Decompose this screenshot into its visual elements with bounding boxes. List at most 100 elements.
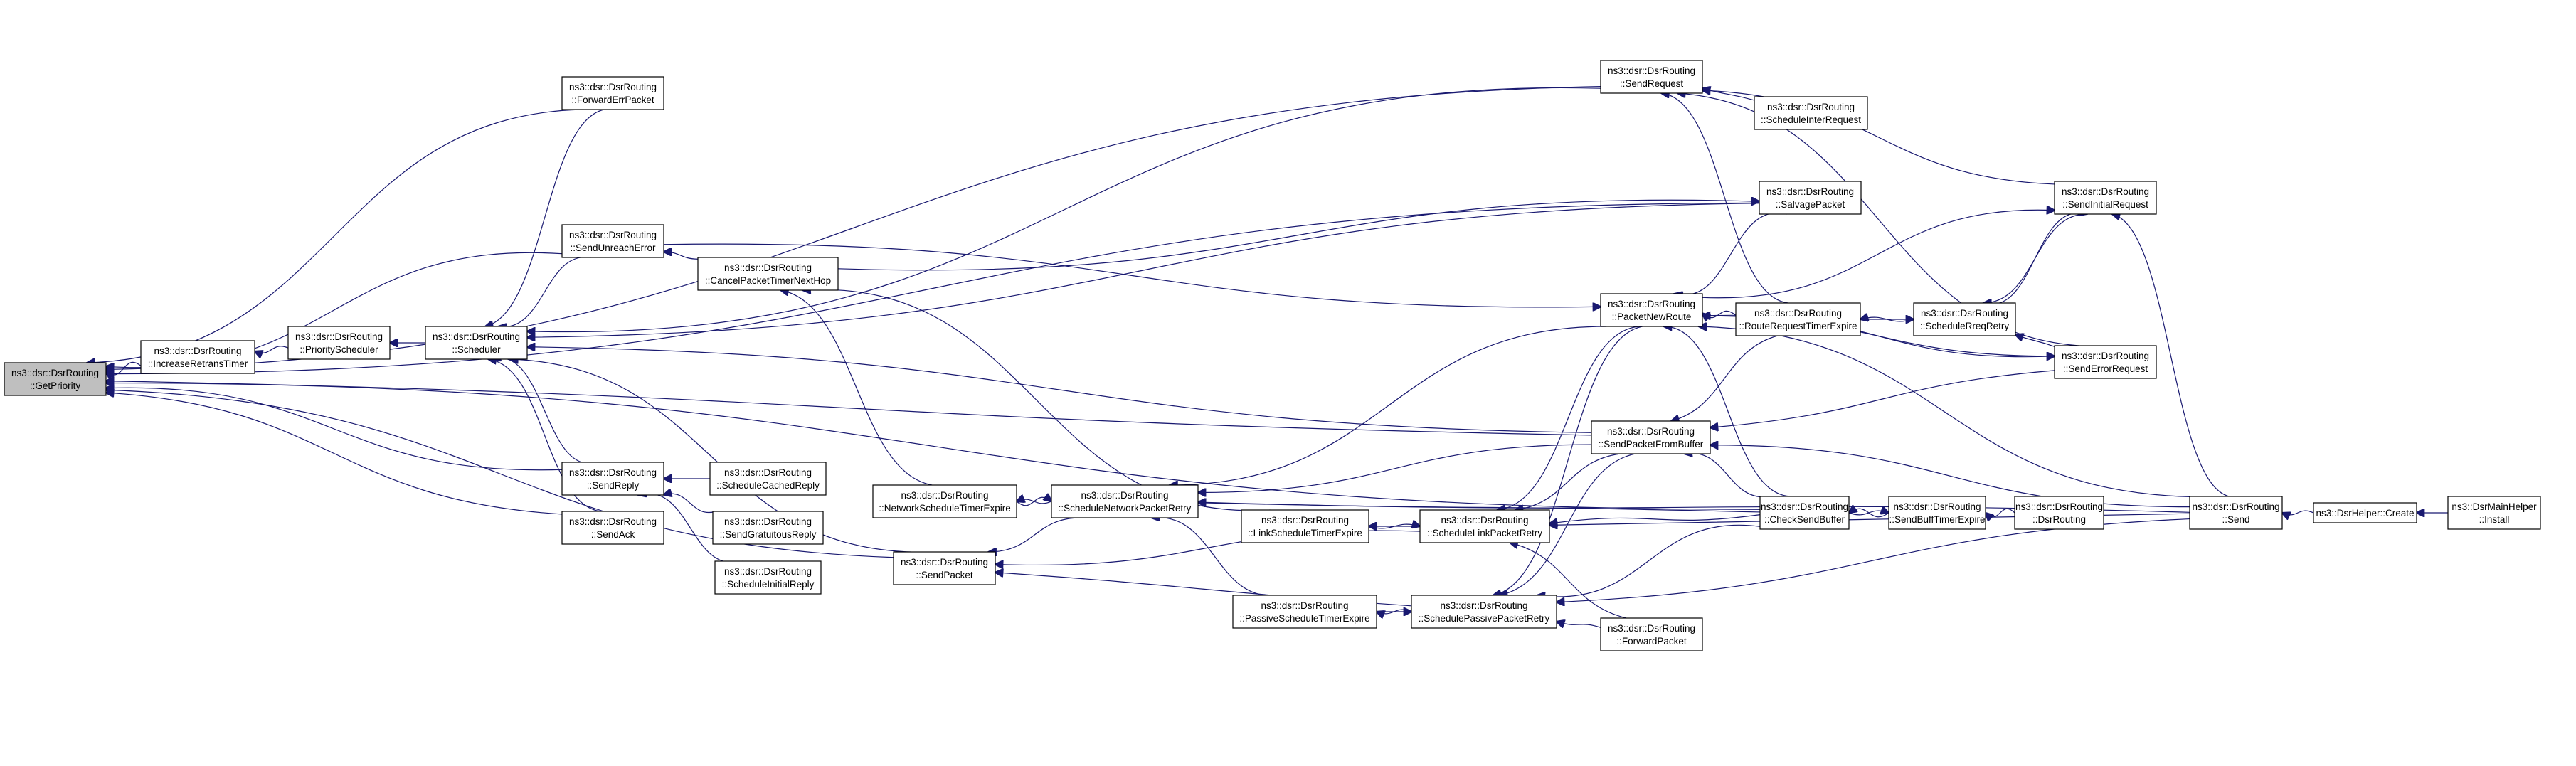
node-box[interactable] xyxy=(1051,484,1199,518)
node-send-error-request[interactable]: ns3::dsr::DsrRouting::SendErrorRequest xyxy=(2054,345,2157,379)
edge-line xyxy=(106,383,1761,510)
node-label-line1: ns3::dsr::DsrRouting xyxy=(1441,515,1528,526)
node-label-line2: ::ScheduleLinkPacketRetry xyxy=(1427,528,1542,538)
node-box[interactable] xyxy=(2054,181,2157,215)
edge-dsr-helper-create-to-send xyxy=(2282,510,2314,515)
node-box[interactable] xyxy=(561,224,664,258)
edges-layer xyxy=(87,87,2448,628)
node-box[interactable] xyxy=(2447,496,2541,530)
node-send-buff-timer-expire[interactable]: ns3::dsr::DsrRouting::SendBuffTimerExpir… xyxy=(1888,496,1986,530)
node-box[interactable] xyxy=(1888,496,1986,530)
node-schedule-cached-reply[interactable]: ns3::dsr::DsrRouting::ScheduleCachedRepl… xyxy=(709,462,827,496)
node-box[interactable] xyxy=(1241,509,1369,543)
edge-send-to-send-initial-request xyxy=(2112,214,2230,497)
node-box[interactable] xyxy=(1600,60,1703,94)
edge-line xyxy=(255,346,289,353)
edge-line xyxy=(1016,497,1051,506)
node-send-gratuitous-reply[interactable]: ns3::dsr::DsrRouting::SendGratuitousRepl… xyxy=(712,511,824,545)
node-send-packet-from-buffer[interactable]: ns3::dsr::DsrRouting::SendPacketFromBuff… xyxy=(1591,420,1711,454)
node-label-line1: ns3::dsr::DsrRouting xyxy=(724,262,812,273)
node-box[interactable] xyxy=(697,257,839,291)
node-cancel-packet-timer-next-hop[interactable]: ns3::dsr::DsrRouting::CancelPacketTimerN… xyxy=(697,257,839,291)
node-box[interactable] xyxy=(561,76,664,110)
node-get-priority[interactable]: ns3::dsr::DsrRouting::GetPriority xyxy=(4,362,107,396)
node-box[interactable] xyxy=(2189,496,2283,530)
node-box[interactable] xyxy=(893,551,996,585)
edge-send-gratuitous-reply-to-send-reply xyxy=(664,494,716,514)
node-label-line2: ::SendInitialRequest xyxy=(2062,199,2148,210)
node-schedule-initial-reply[interactable]: ns3::dsr::DsrRouting::ScheduleInitialRep… xyxy=(714,560,822,595)
node-label-line1: ns3::dsr::DsrRouting xyxy=(1893,501,1981,512)
node-schedule-link-packet-retry[interactable]: ns3::dsr::DsrRouting::ScheduleLinkPacket… xyxy=(1419,509,1550,543)
node-send-unreach-error[interactable]: ns3::dsr::DsrRouting::SendUnreachError xyxy=(561,224,664,258)
node-send[interactable]: ns3::dsr::DsrRouting::Send xyxy=(2189,496,2283,530)
node-schedule-passive-packet-retry[interactable]: ns3::dsr::DsrRouting::SchedulePassivePac… xyxy=(1411,595,1557,629)
edge-network-schedule-timer-expire-to-cancel-packet-timer-next-hop xyxy=(780,290,933,486)
node-schedule-inter-request[interactable]: ns3::dsr::DsrRouting::ScheduleInterReque… xyxy=(1754,96,1868,130)
node-box[interactable] xyxy=(1759,496,1850,530)
node-label-line2: ::CheckSendBuffer xyxy=(1764,514,1845,525)
node-dsr-routing-ctor[interactable]: ns3::dsr::DsrRouting::DsrRouting xyxy=(2014,496,2104,530)
node-dsr-helper-create[interactable]: ns3::DsrHelper::Create xyxy=(2313,502,2417,523)
node-box[interactable] xyxy=(1754,96,1868,130)
node-label-line1: ns3::dsr::DsrRouting xyxy=(1766,186,1854,197)
edge-network-schedule-timer-expire-to-schedule-network-packet-retry xyxy=(1016,497,1051,506)
edge-forward-err-packet-to-get-priority xyxy=(87,109,581,363)
node-box[interactable] xyxy=(140,340,255,374)
node-send-request[interactable]: ns3::dsr::DsrRouting::SendRequest xyxy=(1600,60,1703,94)
edge-send-to-schedule-network-packet-retry xyxy=(1198,502,2190,513)
node-box[interactable] xyxy=(709,462,827,496)
node-increase-retrans-timer[interactable]: ns3::dsr::DsrRouting::IncreaseRetransTim… xyxy=(140,340,255,374)
node-box[interactable] xyxy=(714,560,822,595)
edge-line xyxy=(663,243,1601,307)
node-box[interactable] xyxy=(425,326,528,360)
node-passive-schedule-timer-expire[interactable]: ns3::dsr::DsrRouting::PassiveScheduleTim… xyxy=(1232,595,1377,629)
node-forward-err-packet[interactable]: ns3::dsr::DsrRouting::ForwardErrPacket xyxy=(561,76,664,110)
node-packet-new-route[interactable]: ns3::dsr::DsrRouting::PacketNewRoute xyxy=(1600,293,1703,327)
node-box[interactable] xyxy=(561,511,664,545)
node-network-schedule-timer-expire[interactable]: ns3::dsr::DsrRouting::NetworkScheduleTim… xyxy=(872,484,1017,518)
node-box[interactable] xyxy=(1759,181,1862,215)
node-check-send-buffer[interactable]: ns3::dsr::DsrRouting::CheckSendBuffer xyxy=(1759,496,1850,530)
node-box[interactable] xyxy=(712,511,824,545)
edge-line xyxy=(1661,93,1788,304)
node-send-packet[interactable]: ns3::dsr::DsrRouting::SendPacket xyxy=(893,551,996,585)
node-route-request-timer-expire[interactable]: ns3::dsr::DsrRouting::RouteRequestTimerE… xyxy=(1735,302,1861,336)
node-dsr-main-helper-install[interactable]: ns3::DsrMainHelper::Install xyxy=(2447,496,2541,530)
node-box[interactable] xyxy=(1913,302,2016,336)
node-box[interactable] xyxy=(2313,502,2417,523)
node-scheduler[interactable]: ns3::dsr::DsrRouting::Scheduler xyxy=(425,326,528,360)
node-box[interactable] xyxy=(1232,595,1377,629)
node-forward-packet[interactable]: ns3::dsr::DsrRouting::ForwardPacket xyxy=(1600,617,1703,651)
node-box[interactable] xyxy=(2014,496,2104,530)
node-link-schedule-timer-expire[interactable]: ns3::dsr::DsrRouting::LinkScheduleTimerE… xyxy=(1241,509,1369,543)
node-box[interactable] xyxy=(872,484,1017,518)
edge-send-ack-to-scheduler xyxy=(488,359,601,512)
node-priority-scheduler[interactable]: ns3::dsr::DsrRouting::PriorityScheduler xyxy=(287,326,391,360)
edge-forward-packet-to-schedule-link-packet-retry xyxy=(1510,543,1627,619)
node-schedule-network-packet-retry[interactable]: ns3::dsr::DsrRouting::ScheduleNetworkPac… xyxy=(1051,484,1199,518)
node-box[interactable] xyxy=(2054,345,2157,379)
node-box[interactable] xyxy=(1591,420,1711,454)
node-box[interactable] xyxy=(1600,617,1703,651)
node-salvage-packet[interactable]: ns3::dsr::DsrRouting::SalvagePacket xyxy=(1759,181,1862,215)
node-label-line1: ns3::dsr::DsrRouting xyxy=(1608,65,1695,76)
node-schedule-rreq-retry[interactable]: ns3::dsr::DsrRouting::ScheduleRreqRetry xyxy=(1913,302,2016,336)
node-label-line1: ns3::DsrMainHelper xyxy=(2452,501,2537,512)
edge-line xyxy=(1557,518,2190,602)
edge-priority-scheduler-to-increase-retrans-timer xyxy=(255,346,289,353)
node-label-line2: ::ScheduleNetworkPacketRetry xyxy=(1059,503,1192,514)
node-box[interactable] xyxy=(1411,595,1557,629)
node-send-reply[interactable]: ns3::dsr::DsrRouting::SendReply xyxy=(561,462,664,496)
edge-schedule-rreq-retry-to-route-request-timer-expire xyxy=(1860,317,1914,321)
node-box[interactable] xyxy=(1600,293,1703,327)
node-send-initial-request[interactable]: ns3::dsr::DsrRouting::SendInitialRequest xyxy=(2054,181,2157,215)
node-box[interactable] xyxy=(1419,509,1550,543)
edge-line xyxy=(1849,509,1889,518)
node-box[interactable] xyxy=(4,362,107,396)
node-box[interactable] xyxy=(561,462,664,496)
node-send-ack[interactable]: ns3::dsr::DsrRouting::SendAck xyxy=(561,511,664,545)
node-box[interactable] xyxy=(1735,302,1861,336)
node-box[interactable] xyxy=(287,326,391,360)
edge-salvage-packet-to-scheduler xyxy=(527,203,1760,337)
